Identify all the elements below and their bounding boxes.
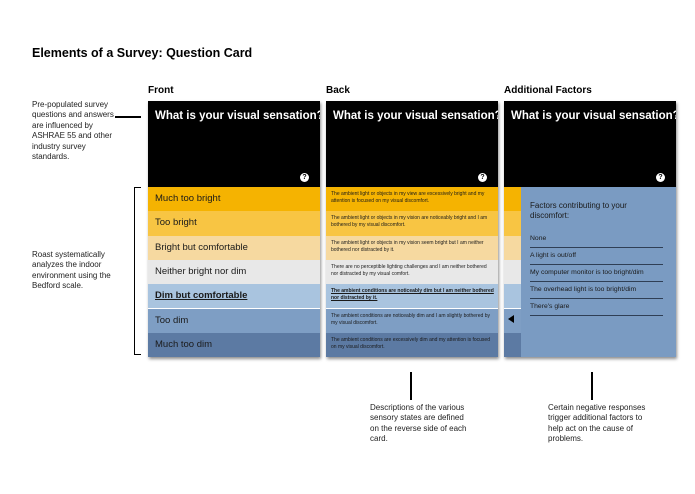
factor-option-none[interactable]: None (530, 231, 663, 248)
answer-color-strip (504, 259, 521, 285)
answer-description: The ambient conditions are noticeably di… (326, 308, 498, 333)
answer-option[interactable]: Bright but comfortable (148, 235, 320, 260)
factor-option-light-out[interactable]: A light is out/off (530, 248, 663, 265)
back-column-heading: Back (326, 85, 350, 96)
prepopulated-note: Pre-populated survey questions and answe… (32, 100, 114, 162)
answer-option[interactable]: Neither bright nor dim (148, 259, 320, 285)
additional-factors-card: What is your visual sensation? ? Factors… (504, 101, 676, 357)
additional-card-header: What is your visual sensation? ? (504, 101, 676, 187)
factors-panel: Factors contributing to your discomfort:… (521, 187, 676, 357)
back-question: What is your visual sensation? (333, 110, 498, 122)
page-title: Elements of a Survey: Question Card (32, 46, 253, 60)
answer-description: There are no perceptible lighting challe… (326, 259, 498, 285)
answer-option[interactable]: Too dim (148, 308, 320, 333)
factor-option-glare[interactable]: There's glare (530, 299, 663, 316)
scale-bracket (134, 187, 141, 355)
answer-description: The ambient light or objects in my visio… (326, 211, 498, 236)
roast-note: Roast systematically analyzes the indoor… (32, 250, 111, 291)
answer-description: The ambient conditions are noticeably di… (326, 284, 498, 309)
certain-responses-note: Certain negative responses trigger addit… (548, 403, 646, 444)
help-icon[interactable]: ? (300, 173, 309, 182)
front-column-heading: Front (148, 85, 174, 96)
answer-option[interactable]: Much too dim (148, 332, 320, 357)
answer-description: The ambient conditions are excessively d… (326, 332, 498, 357)
back-card: What is your visual sensation? ? The amb… (326, 101, 498, 357)
answer-color-strip (504, 284, 521, 309)
descriptions-connector-line (410, 372, 412, 400)
note-connector-line (115, 116, 141, 118)
front-question: What is your visual sensation? (155, 110, 320, 122)
factor-option-overhead-light[interactable]: The overhead light is too bright/dim (530, 282, 663, 299)
answer-color-strip (504, 235, 521, 260)
additional-factors-heading: Additional Factors (504, 85, 592, 96)
answer-option[interactable]: Dim but comfortable (148, 284, 320, 309)
answer-description: The ambient light or objects in my visio… (326, 235, 498, 260)
front-card: What is your visual sensation? ? Much to… (148, 101, 320, 357)
front-card-header: What is your visual sensation? ? (148, 101, 320, 187)
back-card-header: What is your visual sensation? ? (326, 101, 498, 187)
descriptions-note: Descriptions of the various sensory stat… (370, 403, 467, 444)
factor-option-monitor[interactable]: My computer monitor is too bright/dim (530, 265, 663, 282)
answer-color-strip (504, 332, 521, 357)
answer-description: The ambient light or objects in my view … (326, 187, 498, 212)
certain-connector-line (591, 372, 593, 400)
answer-color-strip (504, 211, 521, 236)
additional-question: What is your visual sensation? (511, 110, 676, 122)
help-icon[interactable]: ? (656, 173, 665, 182)
answer-option[interactable]: Too bright (148, 211, 320, 236)
answer-option[interactable]: Much too bright (148, 187, 320, 212)
answer-color-strip (504, 187, 521, 212)
factors-title: Factors contributing to your discomfort: (530, 201, 627, 220)
back-arrow-icon[interactable] (508, 315, 514, 323)
help-icon[interactable]: ? (478, 173, 487, 182)
